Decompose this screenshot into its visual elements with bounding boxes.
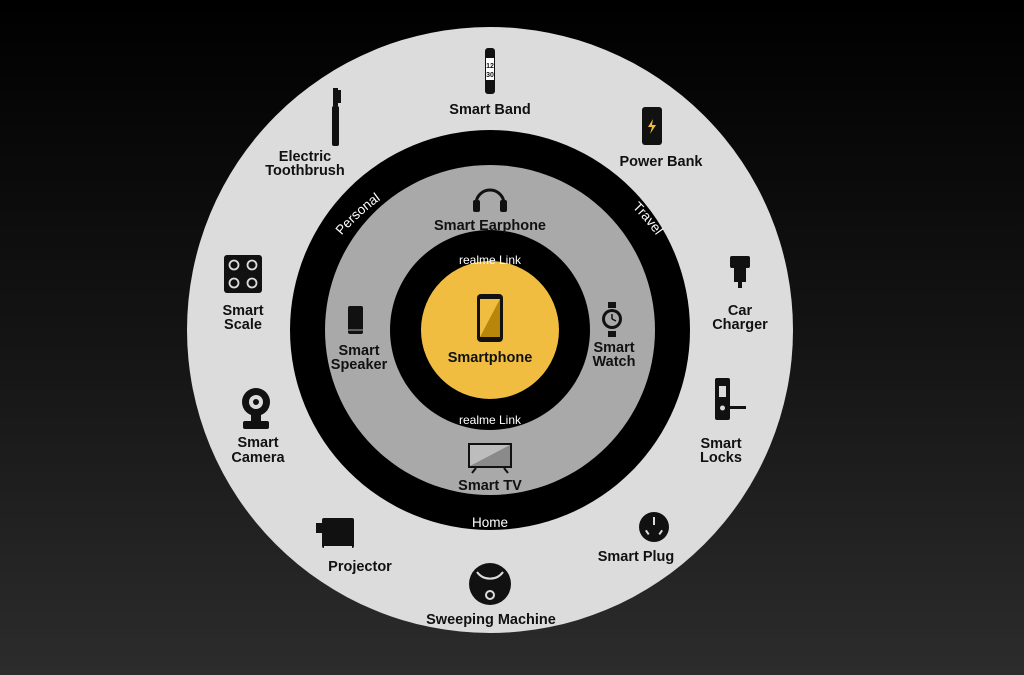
smart-watch-label-2: Watch xyxy=(593,354,636,370)
smart-scale-label-1: Smart xyxy=(222,303,263,319)
plug-icon xyxy=(639,512,669,542)
tv-icon xyxy=(468,443,512,474)
projector-label: Projector xyxy=(328,559,392,575)
device-smart-camera[interactable]: Smart Camera xyxy=(231,388,286,466)
device-smart-watch[interactable]: Smart Watch xyxy=(593,302,636,370)
category-home: Home xyxy=(472,515,508,530)
device-smart-tv[interactable]: Smart TV xyxy=(458,443,522,494)
device-smart-scale[interactable]: Smart Scale xyxy=(222,255,264,333)
band-screen-top: 12 xyxy=(486,63,494,70)
smart-watch-label-1: Smart xyxy=(593,340,634,356)
device-smart-locks[interactable]: Smart Locks xyxy=(700,378,746,466)
projector-icon xyxy=(316,518,354,549)
smartphone-icon xyxy=(477,294,503,342)
speaker-icon xyxy=(348,306,363,334)
smart-camera-label-2: Camera xyxy=(231,450,285,466)
link-label-top: realme Link xyxy=(459,253,522,267)
smart-locks-label-1: Smart xyxy=(700,436,741,452)
smart-tv-label: Smart TV xyxy=(458,478,522,494)
device-electric-toothbrush[interactable]: Electric Toothbrush xyxy=(265,88,345,179)
device-projector[interactable]: Projector xyxy=(316,518,392,575)
smart-scale-label-2: Scale xyxy=(224,317,262,333)
lock-icon xyxy=(715,378,746,420)
smart-speaker-label-1: Smart xyxy=(338,343,379,359)
power-bank-icon xyxy=(642,107,662,145)
device-sweeping-machine[interactable]: Sweeping Machine xyxy=(426,563,556,628)
device-smart-plug[interactable]: Smart Plug xyxy=(598,512,675,565)
band-icon: 12 30 xyxy=(485,48,495,94)
toothbrush-icon xyxy=(332,88,341,146)
camera-icon xyxy=(242,388,270,429)
scale-icon xyxy=(224,255,262,293)
smart-plug-label: Smart Plug xyxy=(598,549,675,565)
smartphone-label: Smartphone xyxy=(448,350,533,366)
car-charger-label-2: Charger xyxy=(712,317,768,333)
sweeping-machine-label: Sweeping Machine xyxy=(426,612,556,628)
robot-vacuum-icon xyxy=(469,563,511,605)
smart-locks-label-2: Locks xyxy=(700,450,742,466)
device-power-bank[interactable]: Power Bank xyxy=(620,107,704,170)
device-smart-speaker[interactable]: Smart Speaker xyxy=(331,306,388,373)
electric-toothbrush-label-1: Electric xyxy=(279,149,331,165)
band-screen-bottom: 30 xyxy=(486,72,494,79)
device-smart-earphone[interactable]: Smart Earphone xyxy=(434,188,546,234)
electric-toothbrush-label-2: Toothbrush xyxy=(265,163,344,179)
smart-speaker-label-2: Speaker xyxy=(331,357,388,373)
car-charger-icon xyxy=(730,256,750,288)
smart-band-label: Smart Band xyxy=(449,102,530,118)
headphones-icon xyxy=(473,188,507,212)
car-charger-label-1: Car xyxy=(728,303,753,319)
device-car-charger[interactable]: Car Charger xyxy=(712,256,768,333)
link-label-bottom: realme Link xyxy=(459,413,522,427)
smart-camera-label-1: Smart xyxy=(237,435,278,451)
device-smart-band[interactable]: 12 30 Smart Band xyxy=(449,48,531,118)
smart-earphone-label: Smart Earphone xyxy=(434,218,546,234)
watch-icon xyxy=(602,302,622,337)
power-bank-label: Power Bank xyxy=(620,154,704,170)
